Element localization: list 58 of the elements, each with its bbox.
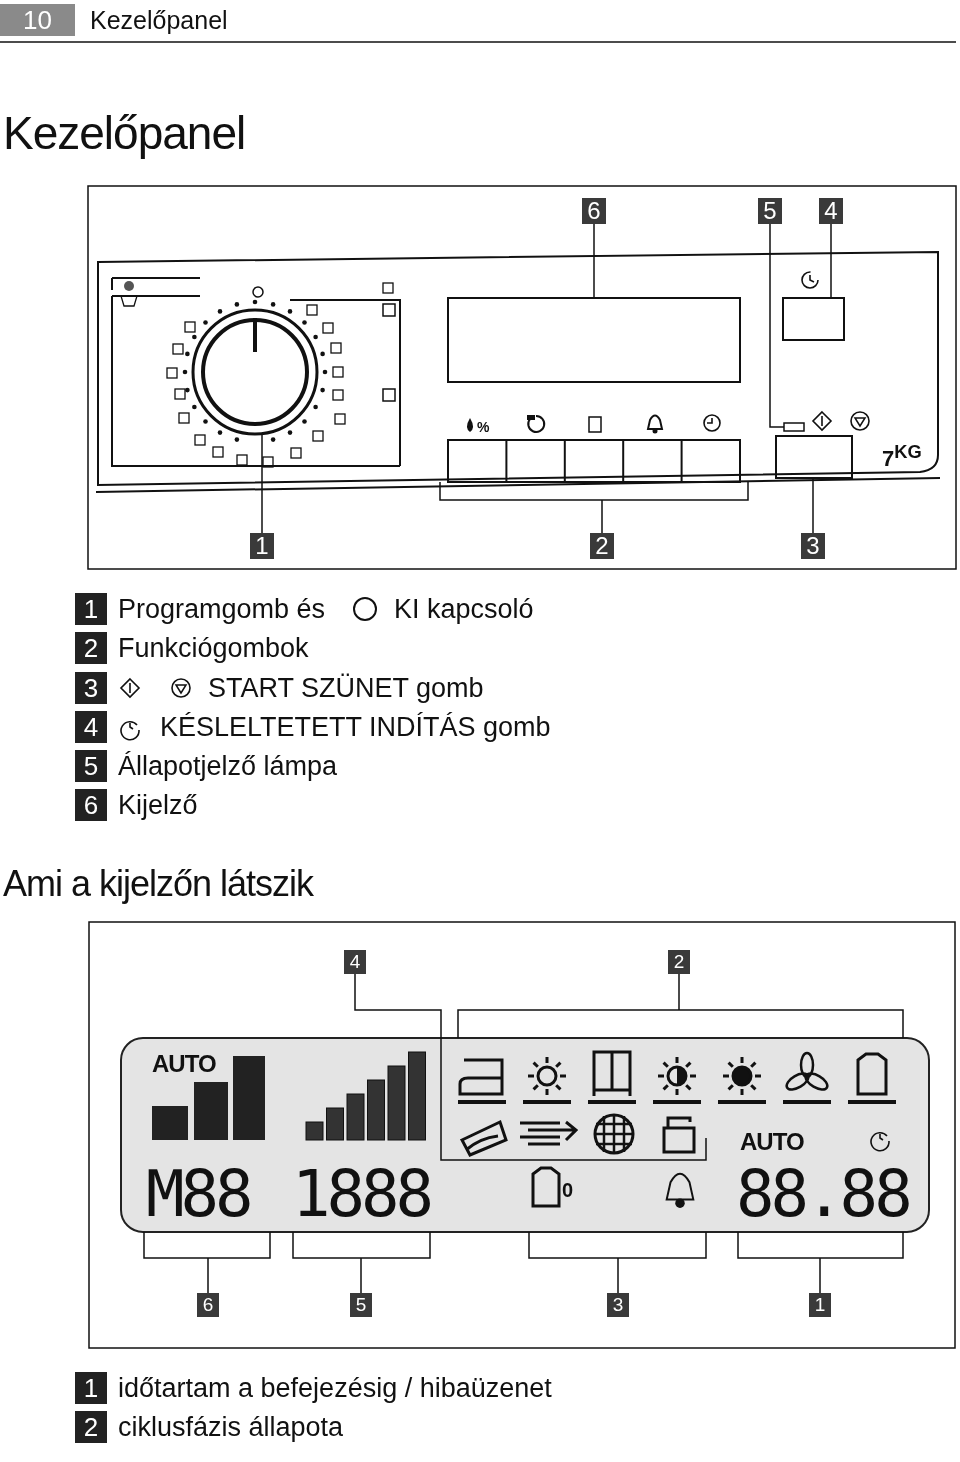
callout-number: 1 [250, 533, 274, 559]
list-text: KI kapcsoló [394, 596, 534, 623]
callout-number: 6 [197, 1293, 219, 1317]
list-text: Kijelző [118, 792, 198, 819]
segment-digits: M88 [146, 1162, 250, 1226]
page-number: 10 [0, 4, 75, 36]
list-text: időtartam a befejezésig / hibaüzenet [118, 1375, 552, 1402]
program-knob-drawing [182, 299, 328, 442]
callout-number: 5 [758, 198, 782, 224]
list-text: KÉSLELTETETT INDÍTÁS gomb [160, 714, 551, 741]
status-lamp [783, 422, 805, 432]
lcd-text: AUTO [152, 1052, 216, 1076]
leader-line [292, 1231, 431, 1294]
list-number: 1 [75, 593, 107, 625]
list-text: Állapotjelző lámpa [118, 753, 338, 780]
callout-number: 1 [809, 1293, 831, 1317]
capacity-label: 7$^{KG}$ [882, 443, 922, 471]
function-buttons-drawing [447, 439, 741, 483]
leader-line [354, 973, 707, 1161]
leader-line [457, 973, 904, 1039]
list-number: 2 [75, 632, 107, 664]
list-number: 5 [75, 750, 107, 782]
list-text: START SZÜNET gomb [208, 675, 484, 702]
callout-number: 3 [801, 533, 825, 559]
leader-line [830, 223, 832, 299]
list-number: 3 [75, 672, 107, 704]
lcd-text: AUTO [740, 1130, 804, 1154]
list-text: Programgomb és [118, 596, 326, 623]
leader-line [143, 1231, 271, 1294]
start-pause-button [775, 435, 853, 479]
list-text: ciklusfázis állapota [118, 1414, 344, 1441]
leader-line [593, 223, 595, 299]
callout-number: 4 [819, 198, 843, 224]
segment-digits: 1888 [292, 1162, 431, 1226]
running-header: Kezelőpanel [90, 8, 228, 33]
leader-line [439, 481, 749, 534]
callout-number: 3 [607, 1293, 629, 1317]
leader-line [737, 1231, 904, 1294]
section-heading: Ami a kijelzőn látszik [3, 866, 314, 902]
callout-number: 2 [590, 533, 614, 559]
callout-number: 2 [668, 950, 690, 974]
callout-number: 6 [582, 198, 606, 224]
percent-sign: % [477, 420, 490, 434]
lcd-text: 0 [562, 1180, 574, 1200]
list-number: 1 [75, 1372, 107, 1404]
callout-number: 5 [350, 1293, 372, 1317]
segment-digits: 88.88 [736, 1162, 909, 1226]
callout-number: 4 [344, 950, 366, 974]
leader-line [261, 433, 263, 534]
delay-start-button [782, 297, 845, 341]
list-number: 6 [75, 789, 107, 821]
list-number: 4 [75, 711, 107, 743]
list-number: 2 [75, 1411, 107, 1443]
leader-line [528, 1231, 707, 1294]
leader-line [769, 223, 785, 428]
list-text: Funkciógombok [118, 635, 309, 662]
display-window [447, 297, 741, 383]
leader-line [812, 477, 814, 534]
